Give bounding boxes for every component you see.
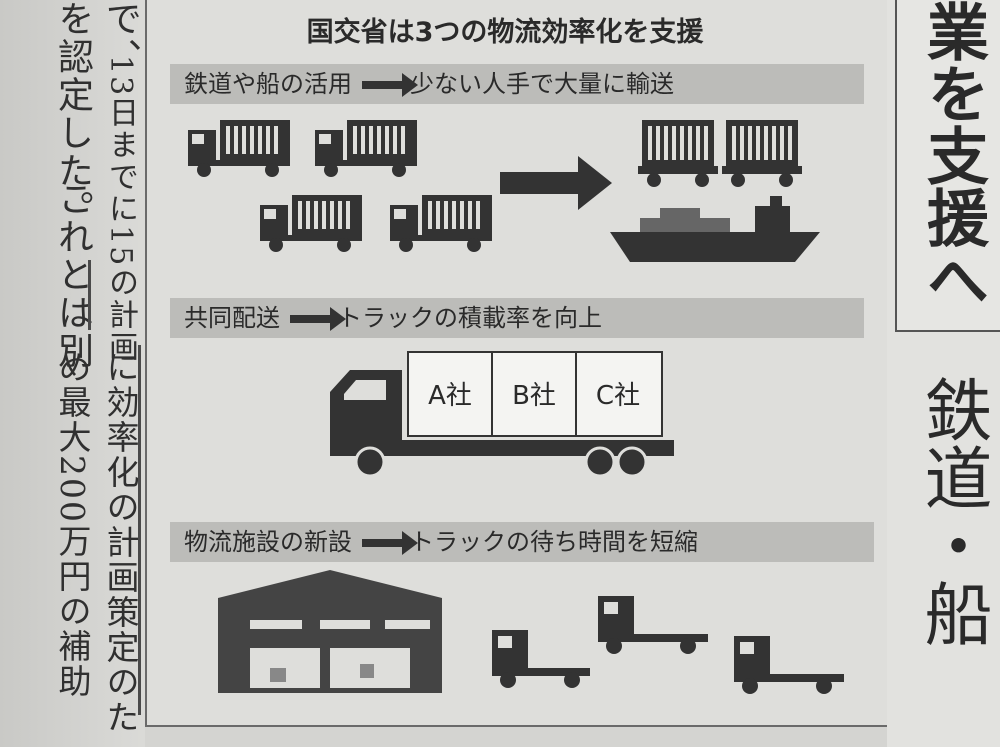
column-rule xyxy=(88,260,91,330)
article-column-2: 13日までに15の計画 xyxy=(103,55,138,364)
section-effect: 少ない人手で大量に輸送 xyxy=(410,70,674,98)
next-article-strip xyxy=(145,727,887,747)
left-article xyxy=(0,0,160,747)
headline-text: 業を支援へ xyxy=(916,0,989,310)
cargo-label-a: A社 xyxy=(428,381,472,411)
rail-ship-illustration xyxy=(188,120,820,262)
cargo-label-b: B社 xyxy=(512,381,556,411)
section-cause: 鉄道や船の活用 xyxy=(184,70,352,98)
article-column-4: これとは別 xyxy=(52,180,93,370)
section-effect: トラックの積載率を向上 xyxy=(338,304,602,332)
shared-truck-illustration: A社 B社 C社 xyxy=(330,351,674,478)
section-joint-delivery: 共同配送 トラックの積載率を向上 xyxy=(170,298,864,338)
section-new-facility: 物流施設の新設 トラックの待ち時間を短縮 xyxy=(170,522,874,562)
arrow-icon xyxy=(362,531,418,555)
article-column-1: で、 xyxy=(100,0,141,76)
article-column-3: を認定した。 xyxy=(52,0,93,228)
section-cause: 共同配送 xyxy=(184,304,280,332)
section-cause: 物流施設の新設 xyxy=(184,528,352,556)
arrow-icon xyxy=(500,172,580,194)
section-effect: トラックの待ち時間を短縮 xyxy=(410,528,698,556)
article-column-6: め最大200万円の補助 xyxy=(53,350,92,699)
infographic-title: 国交省は3つの物流効率化を支援 xyxy=(306,17,704,48)
cargo-label-c: C社 xyxy=(596,381,640,411)
subheadline-text: 鉄道・船 xyxy=(912,375,991,647)
section-rail-ship: 鉄道や船の活用 少ない人手で大量に輸送 xyxy=(170,64,864,104)
arrow-icon xyxy=(290,307,346,331)
facility-illustration xyxy=(218,570,844,694)
column-rule xyxy=(138,345,141,715)
arrow-icon xyxy=(362,73,418,97)
article-column-5: に効率化の計画策定のた xyxy=(101,350,140,735)
headline-box xyxy=(895,0,1000,332)
